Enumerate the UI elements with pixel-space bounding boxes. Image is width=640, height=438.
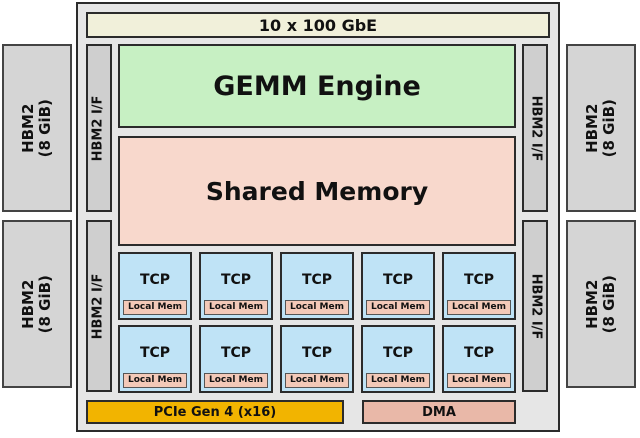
local-mem: Local Mem [447, 300, 511, 315]
local-mem: Local Mem [447, 373, 511, 388]
hbm2-if-label: HBM2 I/F [528, 273, 544, 339]
tcp-unit: TCP Local Mem [361, 252, 435, 320]
hbm2-interface-right-top: HBM2 I/F [522, 44, 548, 212]
dma-engine: DMA [362, 400, 516, 424]
tcp-label: TCP [382, 345, 414, 361]
tcp-unit: TCP Local Mem [118, 325, 192, 393]
hbm2-capacity: (8 GiB) [599, 274, 618, 334]
hbm2-capacity: (8 GiB) [35, 98, 54, 158]
hbm2-if-label: HBM2 I/F [528, 95, 544, 161]
hbm2-interface-left-top: HBM2 I/F [86, 44, 112, 212]
hbm2-stack-right-bottom: HBM2 (8 GiB) [566, 220, 636, 388]
hbm2-stack-left-top: HBM2 (8 GiB) [2, 44, 72, 212]
pcie-label: PCIe Gen 4 (x16) [153, 404, 277, 420]
hbm2-label: HBM2 [18, 103, 37, 153]
tcp-label: TCP [463, 345, 495, 361]
hbm2-capacity: (8 GiB) [35, 274, 54, 334]
hbm2-capacity: (8 GiB) [599, 98, 618, 158]
gemm-engine: GEMM Engine [118, 44, 516, 128]
hbm2-interface-left-bottom: HBM2 I/F [86, 220, 112, 392]
local-mem: Local Mem [366, 300, 430, 315]
tcp-unit: TCP Local Mem [199, 325, 273, 393]
tcp-label: TCP [220, 272, 252, 288]
tcp-unit: TCP Local Mem [118, 252, 192, 320]
network-label: 10 x 100 GbE [258, 15, 378, 35]
tcp-unit: TCP Local Mem [280, 325, 354, 393]
hbm2-interface-right-bottom: HBM2 I/F [522, 220, 548, 392]
tcp-unit: TCP Local Mem [442, 325, 516, 393]
local-mem: Local Mem [204, 373, 268, 388]
tcp-label: TCP [301, 345, 333, 361]
shared-memory: Shared Memory [118, 136, 516, 246]
network-bar: 10 x 100 GbE [86, 12, 550, 38]
local-mem: Local Mem [204, 300, 268, 315]
tcp-unit: TCP Local Mem [442, 252, 516, 320]
hbm2-stack-left-bottom: HBM2 (8 GiB) [2, 220, 72, 388]
hbm2-if-label: HBM2 I/F [90, 95, 106, 161]
tcp-label: TCP [139, 272, 171, 288]
tcp-unit: TCP Local Mem [280, 252, 354, 320]
hbm2-if-label: HBM2 I/F [90, 273, 106, 339]
tcp-label: TCP [220, 345, 252, 361]
tcp-unit: TCP Local Mem [361, 325, 435, 393]
local-mem: Local Mem [285, 300, 349, 315]
gemm-engine-label: GEMM Engine [213, 70, 421, 102]
hbm2-stack-right-top: HBM2 (8 GiB) [566, 44, 636, 212]
local-mem: Local Mem [123, 373, 187, 388]
tcp-label: TCP [139, 345, 171, 361]
pcie-interface: PCIe Gen 4 (x16) [86, 400, 344, 424]
local-mem: Local Mem [366, 373, 430, 388]
tcp-label: TCP [301, 272, 333, 288]
local-mem: Local Mem [285, 373, 349, 388]
tcp-unit: TCP Local Mem [199, 252, 273, 320]
hbm2-label: HBM2 [18, 279, 37, 329]
hbm2-label: HBM2 [582, 279, 601, 329]
shared-memory-label: Shared Memory [205, 176, 429, 206]
tcp-label: TCP [382, 272, 414, 288]
hbm2-label: HBM2 [582, 103, 601, 153]
local-mem: Local Mem [123, 300, 187, 315]
tcp-label: TCP [463, 272, 495, 288]
dma-label: DMA [422, 404, 456, 420]
